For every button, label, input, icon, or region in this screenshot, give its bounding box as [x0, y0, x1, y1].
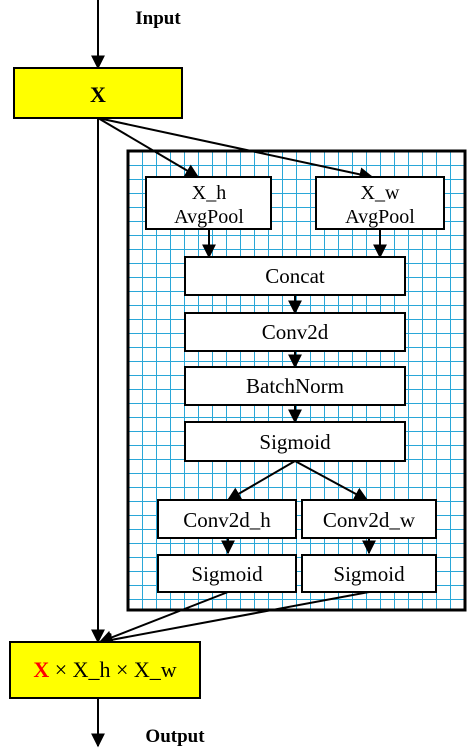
pool-h-line1: X_h	[192, 182, 226, 204]
edge-x-to-pool-h	[97, 117, 200, 178]
edge-sigmoid-to-conv2d-w	[294, 460, 369, 501]
edge-sigmoid-to-conv2d-h	[226, 460, 296, 501]
x-node-label: X	[90, 82, 106, 107]
conv2d-label: Conv2d	[262, 320, 329, 344]
conv2d-w-label: Conv2d_w	[323, 508, 416, 532]
output-node: X × X_h × X_w	[9, 641, 201, 699]
sigmoid-h-label: Sigmoid	[191, 562, 263, 586]
conv2d-h-node: Conv2d_h	[157, 499, 297, 539]
edge-sigmoid-h-to-output	[98, 591, 229, 644]
edge-x-to-pool-w	[97, 117, 374, 182]
output-node-x: X	[33, 657, 49, 682]
conv2d-node: Conv2d	[184, 312, 406, 352]
output-label: Output	[145, 726, 205, 747]
pool-h-line2: AvgPool	[174, 206, 244, 228]
sigmoid-label: Sigmoid	[259, 430, 331, 454]
sigmoid-h-node: Sigmoid	[157, 554, 297, 593]
pool-w-line1: X_w	[361, 182, 400, 204]
pool-w-node: X_w AvgPool	[315, 176, 445, 230]
x-node: X	[13, 67, 183, 119]
sigmoid-node: Sigmoid	[184, 421, 406, 462]
sigmoid-w-label: Sigmoid	[333, 562, 405, 586]
edge-sigmoid-w-to-output	[98, 591, 370, 647]
pool-h-node: X_h AvgPool	[145, 176, 272, 230]
output-node-label: X × X_h × X_w	[33, 657, 176, 682]
output-node-rest: × X_h × X_w	[49, 657, 177, 682]
batchnorm-label: BatchNorm	[246, 374, 344, 398]
concat-label: Concat	[265, 264, 325, 288]
sigmoid-w-node: Sigmoid	[301, 554, 437, 593]
input-label: Input	[135, 8, 181, 29]
batchnorm-node: BatchNorm	[184, 366, 406, 406]
conv2d-w-node: Conv2d_w	[301, 499, 437, 539]
concat-node: Concat	[184, 256, 406, 296]
conv2d-h-label: Conv2d_h	[183, 508, 271, 532]
pool-w-line2: AvgPool	[345, 206, 415, 228]
